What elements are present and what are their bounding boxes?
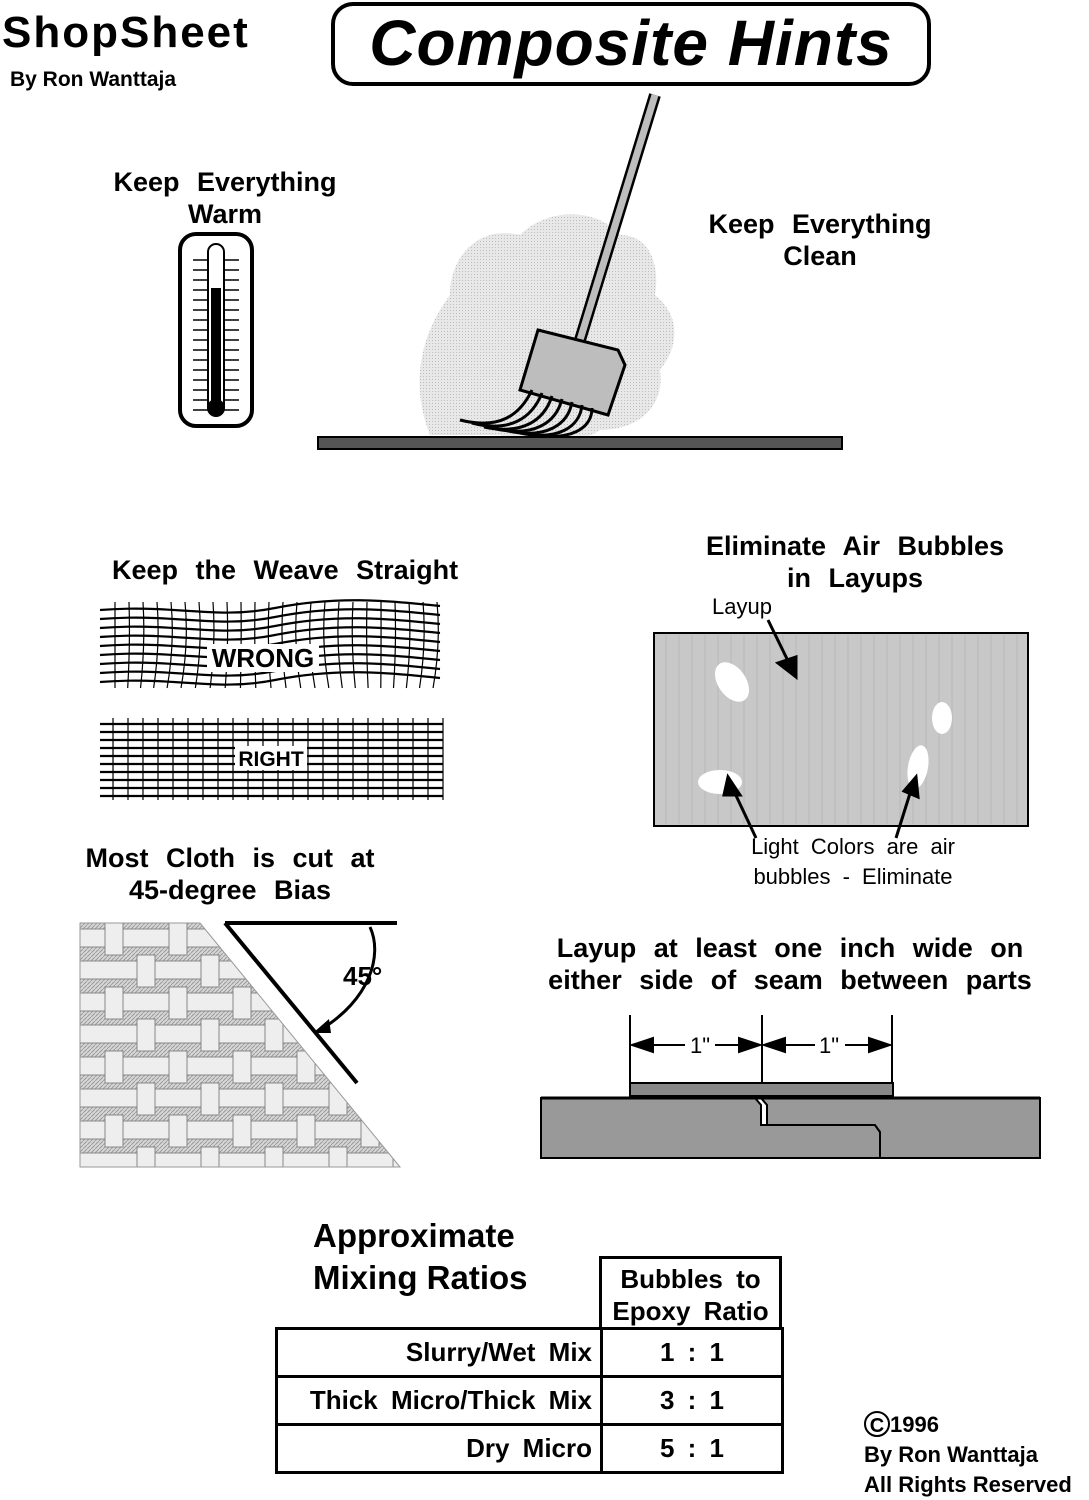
bias-cloth-illustration: 45° <box>79 921 402 1168</box>
ratio-value: 3 : 1 <box>600 1375 784 1426</box>
table-row: Thick Micro/Thick Mix 3 : 1 <box>275 1375 784 1426</box>
ratio-value: 1 : 1 <box>600 1327 784 1378</box>
bias-caption-line2: 45-degree Bias <box>128 875 332 905</box>
ratios-title-line2: Mixing Ratios <box>313 1259 528 1296</box>
broom-illustration <box>317 93 843 450</box>
bias-caption-line1: Most Cloth is cut at <box>85 843 375 873</box>
ratio-label: Dry Micro <box>275 1423 603 1474</box>
bubbles-caption-line1: Eliminate Air Bubbles <box>705 531 1005 561</box>
bubbles-note: Light Colors are air bubbles - Eliminate <box>728 832 978 892</box>
warm-caption-line1: Keep Everything <box>113 167 337 197</box>
broom-head <box>518 328 627 417</box>
seam-caption-line2: either side of seam between parts <box>548 965 1032 995</box>
seam-layup-illustration: 1" 1" <box>540 1015 1041 1159</box>
angle-label: 45° <box>343 961 382 991</box>
warm-caption-line2: Warm <box>187 199 262 229</box>
layup-panel-illustration <box>653 619 1029 839</box>
bubbles-note-line2: bubbles - Eliminate <box>753 864 953 889</box>
dimension-left: 1" <box>690 1033 710 1058</box>
weave-comparison-illustration: WRONG RIGHT <box>99 599 444 800</box>
ratio-column-header-line1: Bubbles to <box>620 1264 761 1294</box>
layup-label: Layup <box>712 594 772 619</box>
clean-caption-line2: Clean <box>783 241 857 271</box>
ratio-column-header-line2: Epoxy Ratio <box>612 1296 769 1326</box>
bubbles-caption-line2: in Layups <box>786 563 924 593</box>
copyright-year: 1996 <box>890 1412 939 1437</box>
ratio-value: 5 : 1 <box>600 1423 784 1474</box>
right-label: RIGHT <box>238 748 304 771</box>
copyright-line2: By Ron Wanttaja <box>864 1442 1038 1467</box>
ratios-title: Approximate Mixing Ratios <box>313 1215 528 1299</box>
copyright-line3: All Rights Reserved <box>864 1472 1072 1497</box>
weave-caption: Keep the Weave Straight <box>112 555 459 585</box>
warm-caption: Keep Everything Warm <box>95 166 355 230</box>
bias-caption: Most Cloth is cut at 45-degree Bias <box>80 842 380 906</box>
floor-board <box>317 436 843 450</box>
air-bubble <box>932 702 952 734</box>
ratio-label: Thick Micro/Thick Mix <box>275 1375 603 1426</box>
title-frame <box>331 2 931 86</box>
wrong-label: WRONG <box>212 643 315 673</box>
dimension-right: 1" <box>819 1033 839 1058</box>
ratio-column-header: Bubbles to Epoxy Ratio <box>599 1256 782 1330</box>
bubbles-note-line1: Light Colors are air <box>751 834 955 859</box>
copyright-icon: C <box>864 1411 890 1437</box>
clean-caption-line1: Keep Everything <box>708 209 932 239</box>
mixing-ratios-table: Slurry/Wet Mix 1 : 1 Thick Micro/Thick M… <box>275 1327 784 1474</box>
page-title: Composite Hints <box>369 7 893 79</box>
bubbles-caption: Eliminate Air Bubbles in Layups <box>660 530 1050 594</box>
air-bubble <box>907 745 929 789</box>
ratio-label: Slurry/Wet Mix <box>275 1327 603 1378</box>
seam-caption-line1: Layup at least one inch wide on <box>556 933 1024 963</box>
air-bubble <box>714 662 750 702</box>
author-byline: By Ron Wanttaja <box>10 68 177 91</box>
right-weave-pattern <box>100 718 444 800</box>
thermometer-icon <box>178 232 254 428</box>
ratios-title-line1: Approximate <box>313 1217 515 1254</box>
table-row: Dry Micro 5 : 1 <box>275 1423 784 1474</box>
clean-caption: Keep Everything Clean <box>690 208 950 272</box>
table-row: Slurry/Wet Mix 1 : 1 <box>275 1327 784 1378</box>
seam-caption: Layup at least one inch wide on either s… <box>540 932 1040 996</box>
brand-title: ShopSheet <box>2 8 250 57</box>
